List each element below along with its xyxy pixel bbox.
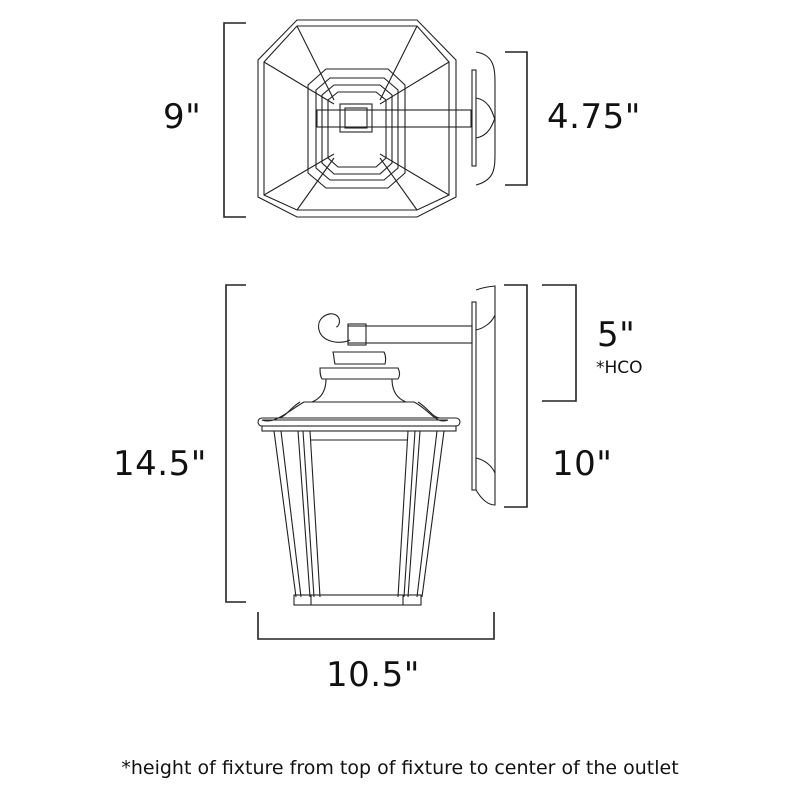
backplate-label: 10" xyxy=(552,444,613,484)
top-width-label: 9" xyxy=(163,97,202,137)
height-label: 14.5" xyxy=(113,444,207,484)
side-view-fixture xyxy=(257,285,496,606)
width-label: 10.5" xyxy=(326,655,420,695)
footnote: *height of fixture from top of fixture t… xyxy=(121,757,679,779)
top-view-fixture xyxy=(257,19,496,218)
hco-label: 5" xyxy=(597,315,636,355)
top-depth-label: 4.75" xyxy=(547,97,641,137)
side-view-dimension-lines xyxy=(225,284,577,640)
top-view-dimension-lines xyxy=(223,22,528,218)
hco-sub-label: *HCO xyxy=(596,358,643,378)
